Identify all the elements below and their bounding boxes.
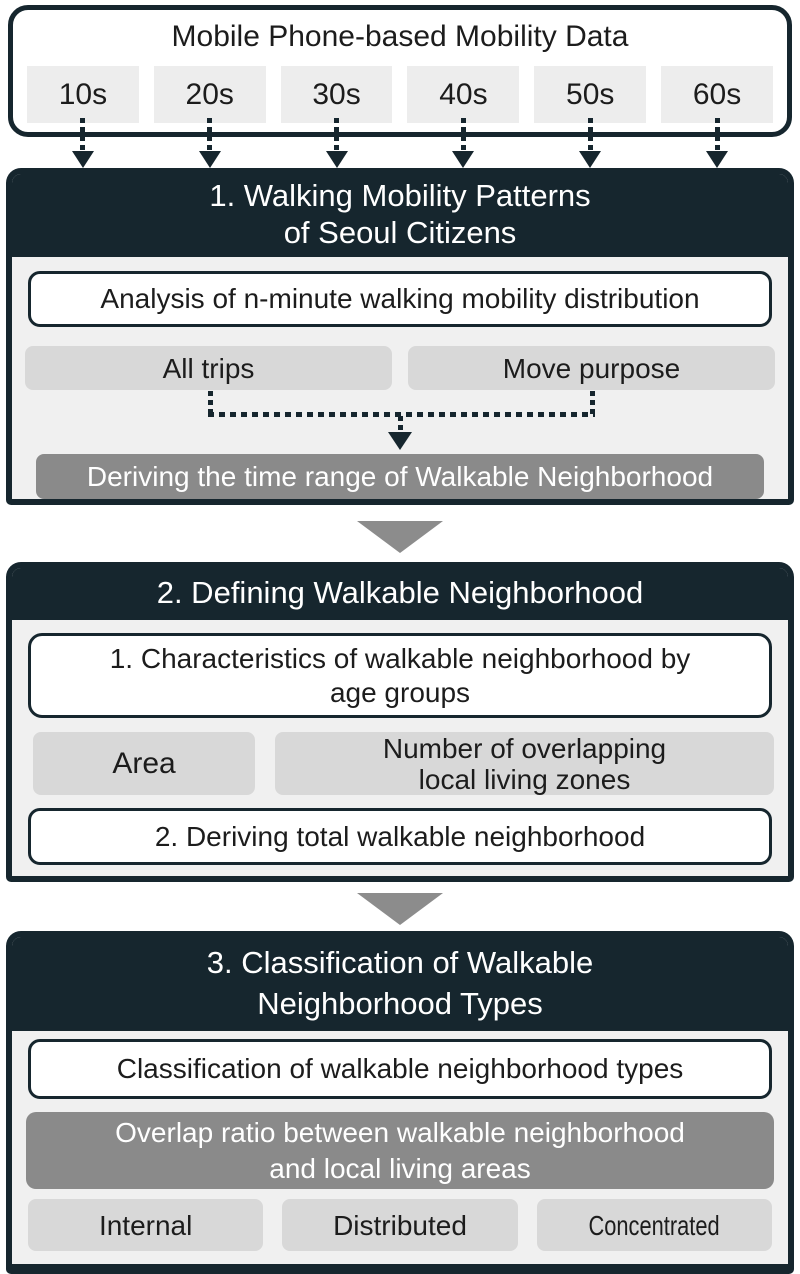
all-trips-box: All trips <box>25 346 392 390</box>
dotted-arrow-down-icon <box>27 118 139 168</box>
dotted-arrow-down-icon <box>407 118 519 168</box>
age-box-10s: 10s <box>27 66 139 123</box>
area-box: Area <box>33 732 255 795</box>
source-data-area: Mobile Phone-based Mobility Data 10s 20s… <box>8 5 792 170</box>
section-divider-triangle-icon <box>357 893 443 925</box>
arrow-down-icon <box>388 432 412 450</box>
age-group-row: 10s 20s 30s 40s 50s 60s <box>27 66 773 123</box>
dotted-line <box>590 391 595 415</box>
type-concentrated-label: Concentrated <box>588 1209 720 1241</box>
trip-type-row: All trips Move purpose <box>25 346 775 390</box>
overlap-ratio-box: Overlap ratio between walkable neighborh… <box>26 1112 774 1189</box>
type-concentrated-box: Concentrated <box>536 1199 772 1251</box>
type-row: Internal Distributed Concentrated <box>28 1199 772 1251</box>
section-divider-triangle-icon <box>357 521 443 553</box>
analysis-box: Analysis of n-minute walking mobility di… <box>28 271 772 327</box>
total-walkable-box: 2. Deriving total walkable neighborhood <box>28 808 772 865</box>
dotted-line <box>208 412 595 417</box>
source-data-panel: Mobile Phone-based Mobility Data 10s 20s… <box>8 5 792 137</box>
section-defining-walkable-neighborhood: 2. Defining Walkable Neighborhood 1. Cha… <box>6 562 794 882</box>
dotted-arrow-down-icon <box>154 118 266 168</box>
dotted-arrow-down-icon <box>661 118 773 168</box>
flow-arrows-row <box>27 118 773 168</box>
dotted-line <box>208 391 213 415</box>
age-box-20s: 20s <box>153 66 266 123</box>
age-box-40s: 40s <box>407 66 520 123</box>
section2-title: 2. Defining Walkable Neighborhood <box>12 568 788 620</box>
characteristics-box: 1. Characteristics of walkable neighborh… <box>28 633 772 718</box>
merge-connector <box>12 390 788 454</box>
time-range-result-box: Deriving the time range of Walkable Neig… <box>36 454 764 499</box>
classification-box: Classification of walkable neighborhood … <box>28 1039 772 1099</box>
dotted-line <box>398 416 403 432</box>
age-box-60s: 60s <box>661 66 773 123</box>
move-purpose-box: Move purpose <box>408 346 775 390</box>
source-panel-title: Mobile Phone-based Mobility Data <box>171 20 629 53</box>
type-internal-box: Internal <box>28 1199 264 1251</box>
age-box-50s: 50s <box>534 66 647 123</box>
age-box-30s: 30s <box>280 66 393 123</box>
dotted-arrow-down-icon <box>281 118 393 168</box>
dotted-arrow-down-icon <box>534 118 646 168</box>
type-distributed-box: Distributed <box>282 1199 518 1251</box>
